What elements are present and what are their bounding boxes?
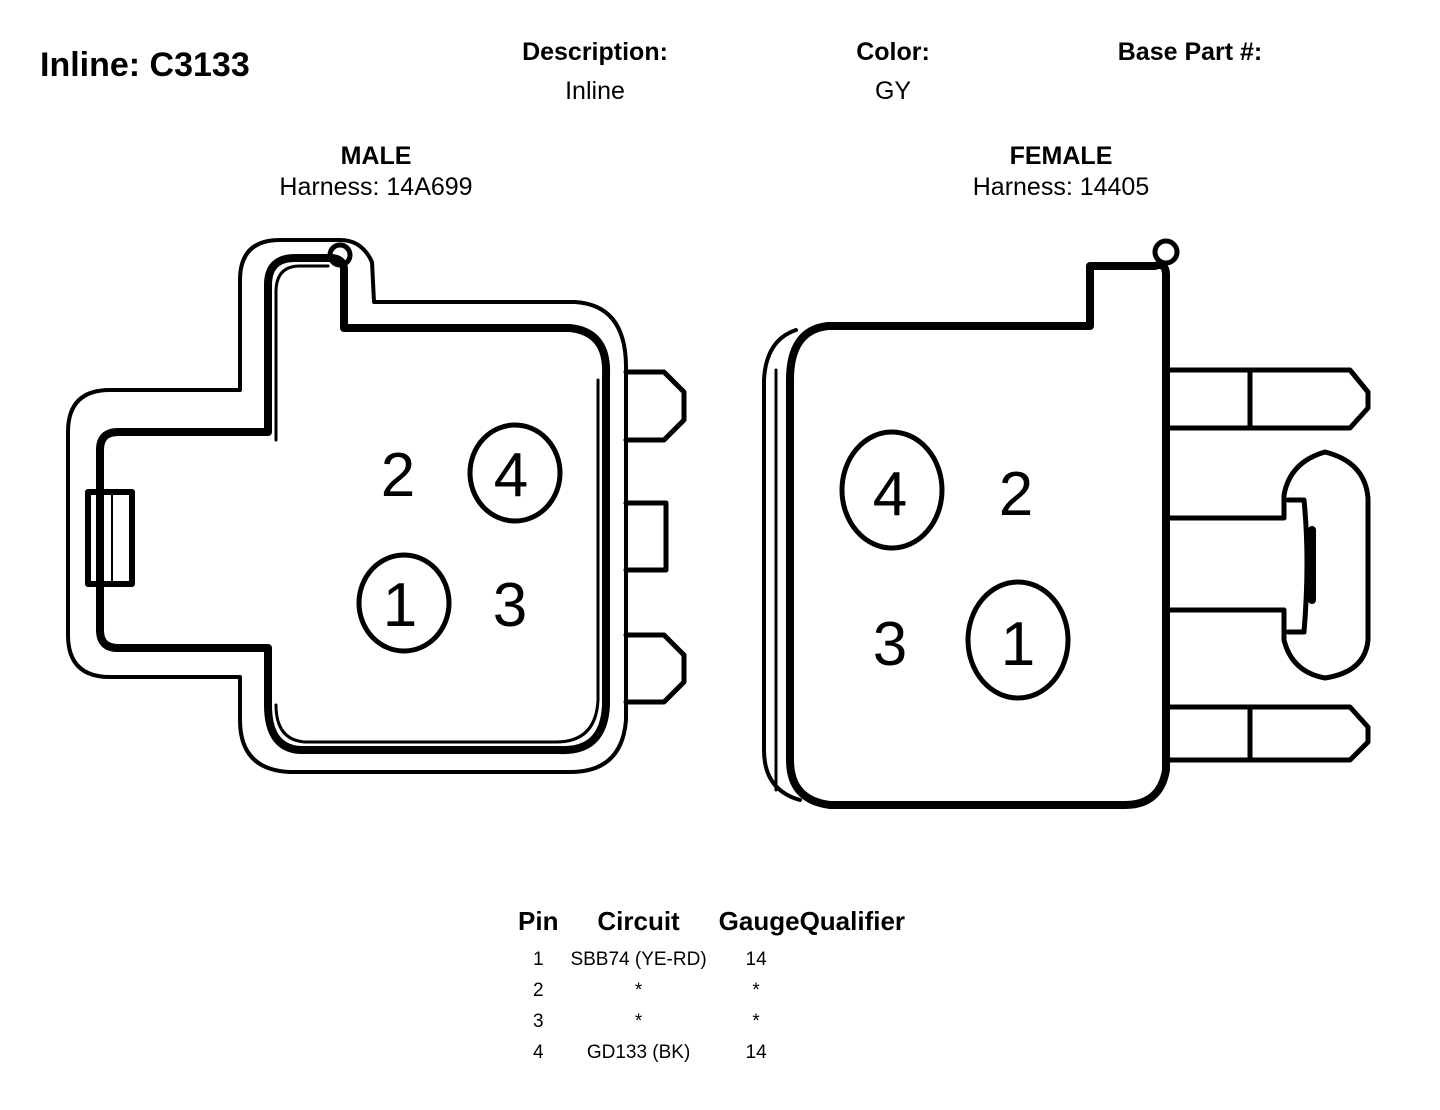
pin-cell: 2 <box>532 980 544 1001</box>
male-pin-4-label: 4 <box>494 441 528 510</box>
qualifier-cell <box>800 1038 911 1069</box>
connector-title: Inline: C3133 <box>40 46 250 84</box>
female-pin-4-ring <box>839 429 945 551</box>
male-pin-1-ring <box>356 552 452 654</box>
male-harness: Harness: 14A699 <box>279 173 473 201</box>
table-row: 4 GD133 (BK) 14 <box>512 1038 911 1069</box>
male-pin-4-ring <box>467 422 563 524</box>
female-pin-3-label: 3 <box>873 610 907 679</box>
description-label: Description: <box>522 38 668 66</box>
gauge-cell: 14 <box>745 949 767 970</box>
male-pin-1-label: 1 <box>383 571 417 640</box>
pin-cell: 4 <box>532 1042 544 1063</box>
table-row: 2 * * <box>512 976 911 1007</box>
color-value: GY <box>874 77 912 105</box>
male-connector-body <box>66 238 687 774</box>
pin-table: Pin Circuit Gauge Qualifier 1 SBB74 (YE-… <box>512 906 911 1069</box>
circuit-cell: SBB74 (YE-RD) <box>570 949 707 970</box>
male-pin-3-label: 3 <box>493 571 527 640</box>
female-pin-2-label: 2 <box>999 460 1033 529</box>
color-label: Color: <box>856 38 930 66</box>
female-title: FEMALE <box>1009 142 1113 170</box>
table-row: 3 * * <box>512 1007 911 1038</box>
gauge-header: Gauge <box>718 906 800 936</box>
pin-header: Pin <box>518 906 559 936</box>
pin-cell: 3 <box>532 1011 544 1032</box>
female-pin-1-label: 1 <box>1001 610 1035 679</box>
qualifier-cell <box>800 945 911 976</box>
circuit-header: Circuit <box>597 906 680 936</box>
circuit-cell: GD133 (BK) <box>586 1042 691 1063</box>
circuit-cell: * <box>634 1011 643 1032</box>
pin-table-header-row: Pin Circuit Gauge Qualifier <box>512 906 911 945</box>
gauge-cell: 14 <box>745 1042 767 1063</box>
gauge-cell: * <box>752 980 760 1001</box>
qualifier-cell <box>800 976 911 1007</box>
qualifier-header: Qualifier <box>799 906 906 936</box>
circuit-cell: * <box>634 980 643 1001</box>
male-pin-2-label: 2 <box>381 441 415 510</box>
female-pin-1-ring <box>965 579 1071 701</box>
description-value: Inline <box>565 77 625 105</box>
male-title: MALE <box>340 142 412 170</box>
table-row: 1 SBB74 (YE-RD) 14 <box>512 945 911 976</box>
qualifier-cell <box>800 1007 911 1038</box>
base-part-label: Base Part #: <box>1117 38 1263 66</box>
pin-cell: 1 <box>532 949 544 970</box>
female-harness: Harness: 14405 <box>972 173 1150 201</box>
female-connector-body <box>762 238 1371 809</box>
gauge-cell: * <box>752 1011 760 1032</box>
female-pin-4-label: 4 <box>873 460 907 529</box>
